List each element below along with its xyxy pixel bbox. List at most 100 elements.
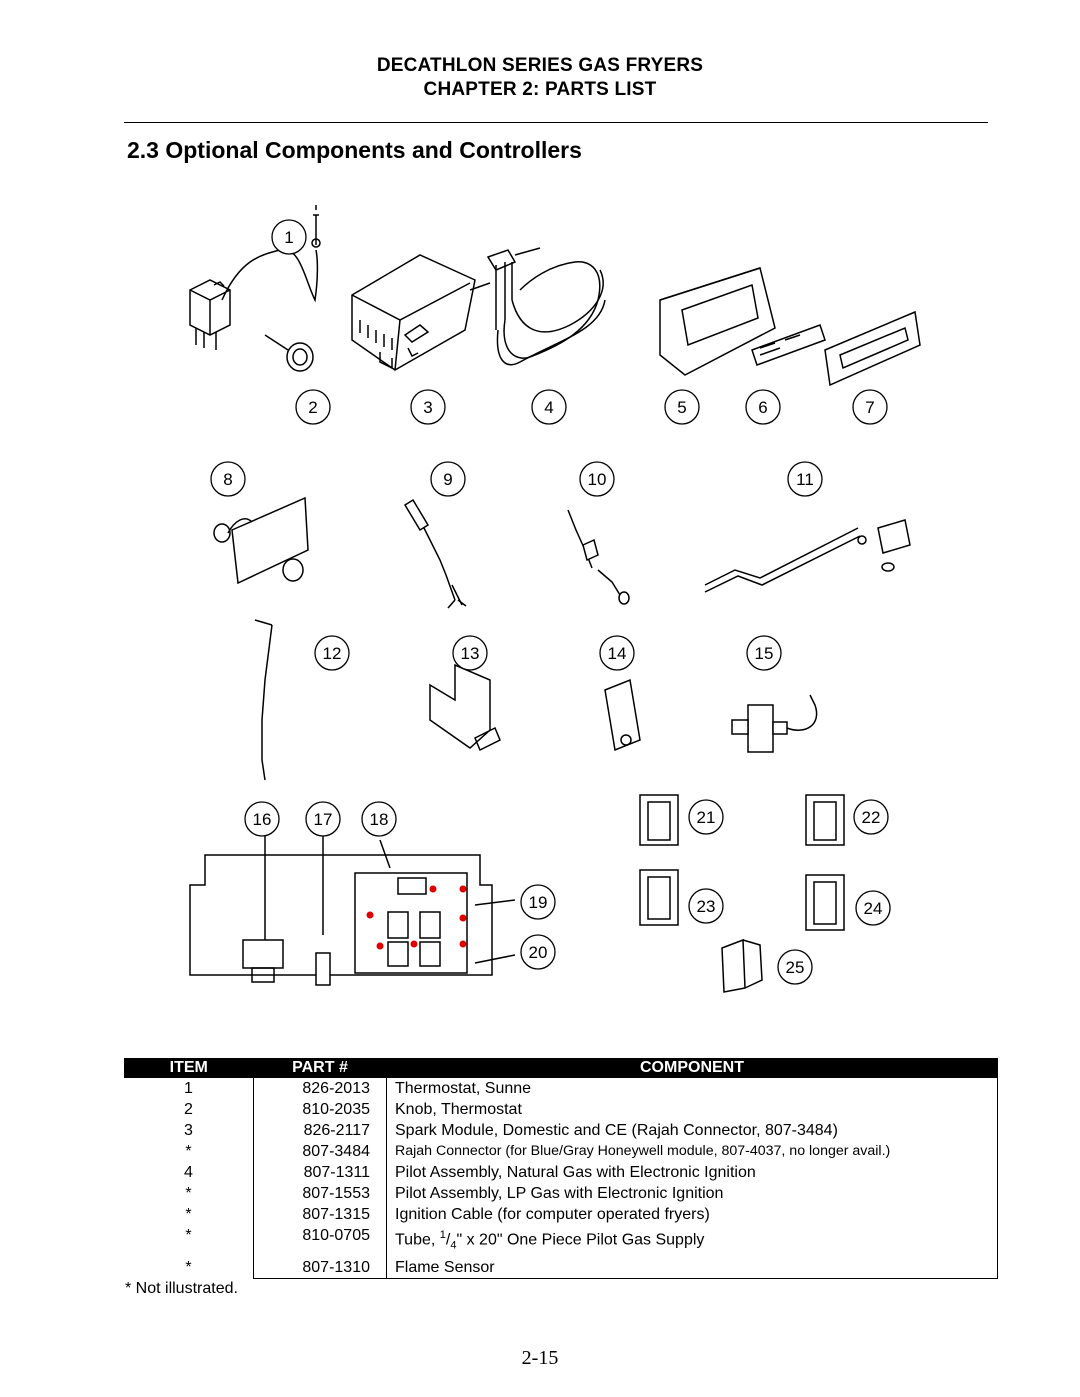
- callout-3: 3: [410, 389, 446, 425]
- document-header-chapter: CHAPTER 2: PARTS LIST: [423, 79, 657, 100]
- callout-circle: [746, 635, 782, 671]
- fraction-denominator: 4: [450, 1239, 457, 1252]
- callout-circle: [361, 801, 397, 837]
- pilot-assembly-illustration: [469, 247, 606, 366]
- table-row: * 807-1315 Ignition Cable (for computer …: [124, 1204, 998, 1225]
- part-number-cell: 807-1315: [253, 1204, 387, 1225]
- callout-6: 6: [745, 389, 781, 425]
- callout-5: 5: [664, 389, 700, 425]
- callout-number: 21: [697, 808, 716, 827]
- item-cell: 1: [184, 1080, 193, 1097]
- callout-circle: [855, 890, 891, 926]
- temperature-probe-illustration: [403, 498, 467, 609]
- display-panel-illustration: [824, 310, 921, 387]
- callout-number: 6: [758, 398, 767, 417]
- callout-circle: [579, 461, 615, 497]
- callout-number: 14: [608, 644, 627, 663]
- component-cell: Flame Sensor: [386, 1256, 998, 1279]
- spark-module-illustration: [351, 254, 476, 371]
- callout-number: 12: [323, 644, 342, 663]
- document-header-title: DECATHLON SERIES GAS FRYERS: [376, 55, 704, 76]
- callout-number: 8: [223, 470, 232, 489]
- header-rule: [124, 122, 988, 123]
- callout-number: 25: [786, 958, 805, 977]
- component-cell: Spark Module, Domestic and CE (Rajah Con…: [386, 1120, 998, 1141]
- table-row: * 810-0705 Tube, 1/4" x 20" One Piece Pi…: [124, 1225, 998, 1257]
- item-cell: *: [185, 1143, 192, 1160]
- part-number-cell: 807-1311: [253, 1162, 387, 1183]
- callout-16: 16: [244, 801, 280, 837]
- control-overlay-illustration: [751, 324, 826, 366]
- item-cell: *: [185, 1206, 192, 1223]
- callout-circle: [664, 389, 700, 425]
- component-text-suffix: " x 20" One Piece Pilot Gas Supply: [456, 1231, 705, 1249]
- item-cell: *: [185, 1227, 192, 1244]
- footnote: * Not illustrated.: [125, 1280, 238, 1297]
- callout-25: 25: [777, 949, 813, 985]
- callout-circle: [295, 389, 331, 425]
- parts-diagram: 1234567891011121314151617181920212223242…: [189, 205, 921, 993]
- part-number-cell: 807-3484: [253, 1141, 387, 1162]
- callout-circle: [688, 888, 724, 924]
- table-row: 3 826-2117 Spark Module, Domestic and CE…: [124, 1120, 998, 1141]
- component-text-prefix: Tube,: [395, 1231, 440, 1249]
- callout-17: 17: [305, 801, 341, 837]
- callout-4: 4: [531, 389, 567, 425]
- item-cell: 3: [184, 1122, 193, 1139]
- item-cell: *: [185, 1185, 192, 1202]
- callout-10: 10: [579, 461, 615, 497]
- callout-9: 9: [430, 461, 466, 497]
- component-cell: Pilot Assembly, LP Gas with Electronic I…: [386, 1183, 998, 1204]
- callout-14: 14: [599, 635, 635, 671]
- callout-circle: [520, 884, 556, 920]
- callout-circle: [314, 635, 350, 671]
- callout-circle: [688, 799, 724, 835]
- component-cell: Thermostat, Sunne: [386, 1078, 998, 1099]
- part-number-cell: 826-2117: [253, 1120, 387, 1141]
- callout-23: 23: [688, 888, 724, 924]
- callout-number: 20: [529, 943, 548, 962]
- callout-circle: [410, 389, 446, 425]
- callout-number: 18: [370, 810, 389, 829]
- callout-7: 7: [852, 389, 888, 425]
- callout-circle: [452, 635, 488, 671]
- flame-sensor-illustration: [567, 509, 630, 605]
- callout-number: 9: [443, 470, 452, 489]
- callout-8: 8: [210, 461, 246, 497]
- table-row: * 807-1310 Flame Sensor: [124, 1256, 998, 1279]
- column-header-component: COMPONENT: [386, 1058, 998, 1078]
- callout-circle: [852, 389, 888, 425]
- callout-circle: [853, 799, 889, 835]
- callout-circle: [305, 801, 341, 837]
- column-header-item: ITEM: [124, 1058, 254, 1078]
- callout-24: 24: [855, 890, 891, 926]
- callout-number: 17: [314, 810, 333, 829]
- callout-2: 2: [295, 389, 331, 425]
- callout-circle: [599, 635, 635, 671]
- callout-circle: [430, 461, 466, 497]
- rocker-switches-illustration: [639, 794, 845, 931]
- component-cell: Ignition Cable (for computer operated fr…: [386, 1204, 998, 1225]
- item-cell: *: [185, 1258, 192, 1276]
- callout-number: 19: [529, 893, 548, 912]
- part-number-cell: 807-1553: [253, 1183, 387, 1204]
- callout-21: 21: [688, 799, 724, 835]
- item-cell: 4: [184, 1164, 193, 1181]
- parts-table-header: ITEM PART # COMPONENT: [124, 1058, 998, 1078]
- callout-20: 20: [520, 934, 556, 970]
- callout-circle: [787, 461, 823, 497]
- callout-number: 15: [755, 644, 774, 663]
- part-number-cell: 826-2013: [253, 1078, 387, 1099]
- callout-11: 11: [787, 461, 823, 497]
- callout-circle: [210, 461, 246, 497]
- callout-number: 22: [862, 808, 881, 827]
- callout-number: 2: [308, 398, 317, 417]
- callout-number: 3: [423, 398, 432, 417]
- item-cell: 2: [184, 1101, 193, 1118]
- callout-22: 22: [853, 799, 889, 835]
- table-row: 2 810-2035 Knob, Thermostat: [124, 1099, 998, 1120]
- pilot-tube-illustration: [254, 619, 273, 781]
- part-number-cell: 810-2035: [253, 1099, 387, 1120]
- mounting-clip-illustration: [604, 678, 641, 752]
- high-limit-switch-illustration: [731, 694, 818, 753]
